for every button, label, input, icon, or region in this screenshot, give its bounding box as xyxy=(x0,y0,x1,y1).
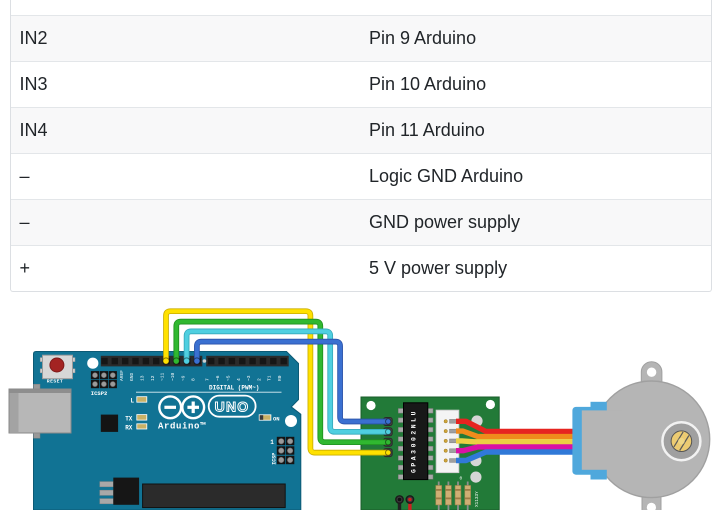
svg-text:~9: ~9 xyxy=(180,375,186,381)
svg-text:1: 1 xyxy=(270,439,274,446)
svg-text:12: 12 xyxy=(150,375,156,381)
svg-text:ICSP: ICSP xyxy=(272,453,278,465)
svg-text:UNO: UNO xyxy=(215,398,250,414)
svg-text:L: L xyxy=(411,418,418,422)
svg-text:N: N xyxy=(411,424,418,428)
svg-text:4: 4 xyxy=(236,378,242,381)
svg-text:G: G xyxy=(411,469,418,473)
svg-text:U: U xyxy=(411,411,418,415)
svg-text:ON: ON xyxy=(273,416,280,423)
svg-text:RESET: RESET xyxy=(47,378,63,384)
svg-text:P: P xyxy=(411,463,418,467)
svg-text:TX: TX xyxy=(125,415,133,422)
svg-text:~3: ~3 xyxy=(246,375,252,381)
svg-text:3: 3 xyxy=(411,450,418,454)
svg-text:7: 7 xyxy=(205,378,211,381)
svg-text:AREF: AREF xyxy=(119,370,125,381)
svg-text:DIGITAL (PWM~): DIGITAL (PWM~) xyxy=(209,385,259,392)
svg-text:RX: RX xyxy=(125,424,133,431)
svg-text:~5: ~5 xyxy=(225,375,231,381)
svg-text:2: 2 xyxy=(411,431,418,435)
svg-text:GND: GND xyxy=(129,372,135,381)
svg-text:Arduino™: Arduino™ xyxy=(158,421,206,431)
svg-text:A: A xyxy=(411,456,418,460)
svg-text:ICSP2: ICSP2 xyxy=(91,390,108,397)
svg-text:L: L xyxy=(131,398,135,405)
svg-text:0: 0 xyxy=(460,477,463,482)
svg-text:0: 0 xyxy=(411,437,418,441)
svg-text:8: 8 xyxy=(191,378,197,381)
svg-text:~11: ~11 xyxy=(160,372,166,381)
svg-text:2: 2 xyxy=(256,378,262,381)
svg-text:R0: R0 xyxy=(277,375,283,381)
svg-text:0: 0 xyxy=(411,443,418,447)
svg-text:X1133Y: X1133Y xyxy=(475,491,480,507)
svg-text:13: 13 xyxy=(140,375,146,381)
svg-text:~10: ~10 xyxy=(170,372,176,381)
svg-text:T1: T1 xyxy=(267,375,273,381)
svg-text:~6: ~6 xyxy=(215,375,221,381)
